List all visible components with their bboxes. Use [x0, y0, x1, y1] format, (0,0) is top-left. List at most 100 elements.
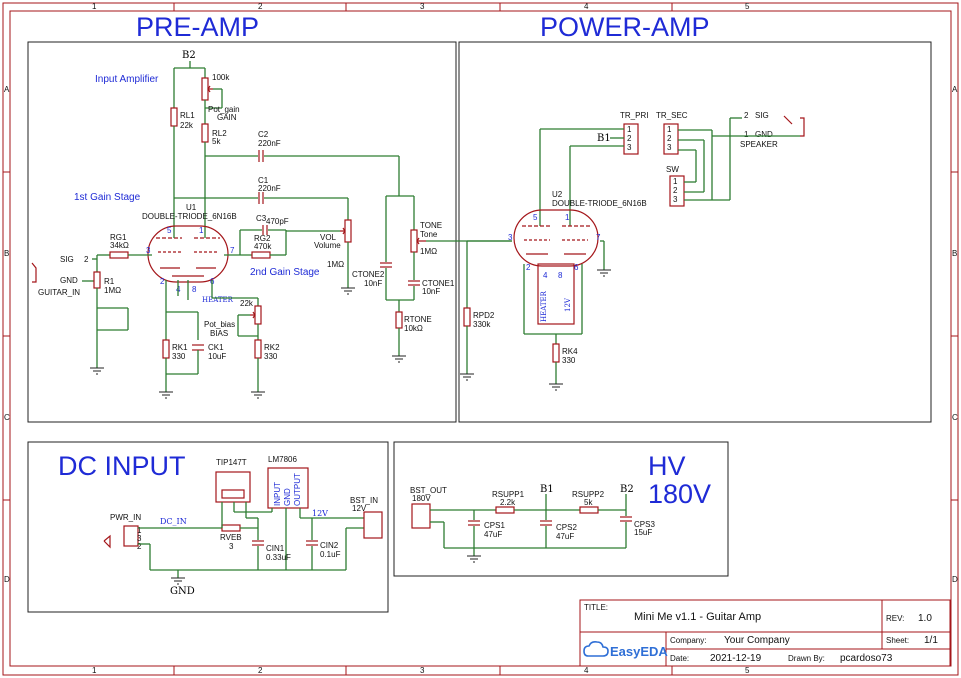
date-value: 2021-12-19 — [710, 653, 762, 664]
sheet-label: Sheet: — [886, 636, 909, 645]
u2-pin-7: 7 — [596, 233, 601, 242]
preamp-circuit: B2 Input Amplifier 100k Pot_gain GAIN RL… — [31, 50, 512, 399]
pot-gain-value: 100k — [212, 73, 230, 82]
rg1-value: 34kΩ — [110, 241, 129, 250]
ck1-value: 10uF — [208, 352, 226, 361]
frame-row-a-right: A — [952, 85, 958, 94]
sw-pin-3: 3 — [673, 195, 678, 204]
c3-value: 470pF — [266, 217, 289, 226]
tr-pri-label: TR_PRI — [620, 111, 648, 120]
resistor-rpd2 — [463, 307, 471, 327]
tr-sec-label: TR_SEC — [656, 111, 688, 120]
u2-pin-4: 4 — [543, 271, 548, 280]
rk2-name: RK2 — [264, 343, 280, 352]
rev-value: 1.0 — [918, 613, 932, 624]
speaker-pin-2: 2 — [744, 111, 749, 120]
u1-name: U1 — [186, 203, 197, 212]
pot-tone — [410, 229, 418, 253]
rl1-name: RL1 — [180, 111, 195, 120]
u1-pin-8: 8 — [192, 285, 197, 294]
u2-12v-label: 12V — [564, 297, 572, 312]
sw-pin-2: 2 — [673, 186, 678, 195]
lm-pin-gnd: GND — [283, 488, 292, 506]
frame-row-d-left: D — [4, 575, 10, 584]
rtone-name: RTONE — [404, 315, 432, 324]
tr-pri-pin-3: 3 — [627, 143, 632, 152]
bst-out-name: BST_OUT — [410, 486, 447, 495]
u2-part: DOUBLE-TRIODE_6N16B — [552, 199, 647, 208]
u2-pin-6: 6 — [574, 263, 579, 272]
frame-row-c-right: C — [952, 413, 958, 422]
dcinput-circuit: TIP147T LM7806 INPUT GND OUTPUT PWR_IN 1… — [103, 455, 383, 597]
input-sig-label: SIG — [60, 255, 74, 264]
tone-name: TONE — [420, 221, 442, 230]
rl2-value: 5k — [212, 137, 221, 146]
tube-u1 — [147, 225, 229, 283]
pot-volume — [344, 219, 352, 243]
frame-col-5-bottom: 5 — [745, 666, 750, 675]
pwr-in-pin-3: 3 — [137, 534, 142, 543]
rg1-name: RG1 — [110, 233, 127, 242]
dcinput-12v-label: 12V — [312, 509, 328, 518]
title-block: TITLE: Mini Me v1.1 - Guitar Amp REV: 1.… — [579, 599, 951, 667]
input-sig-pin: 2 — [84, 255, 89, 264]
u1-pin-3: 3 — [146, 246, 151, 255]
bst-in-name: BST_IN — [350, 496, 378, 505]
rsupp2-name: RSUPP2 — [572, 490, 605, 499]
u2-pin-5: 5 — [533, 213, 538, 222]
rpd2-name: RPD2 — [473, 311, 495, 320]
u2-heater-block — [537, 263, 575, 325]
rk1-value: 330 — [172, 352, 186, 361]
c1-name: C1 — [258, 176, 269, 185]
rk4-name: RK4 — [562, 347, 578, 356]
speaker-pin-1: 1 — [744, 130, 749, 139]
ctone2-value: 10nF — [364, 279, 382, 288]
rsupp2-value: 5k — [584, 498, 593, 507]
frame-col-1-bottom: 1 — [92, 666, 97, 675]
speaker-gnd-label: GND — [755, 130, 773, 139]
cps1-name: CPS1 — [484, 521, 505, 530]
resistor-rsupp1 — [495, 506, 515, 514]
pot-gain-label: GAIN — [217, 113, 237, 122]
first-gain-stage-label: 1st Gain Stage — [74, 192, 141, 203]
resistor-rk1 — [162, 339, 170, 359]
input-amplifier-label: Input Amplifier — [95, 74, 159, 85]
frame-col-4-bottom: 4 — [584, 666, 589, 675]
second-gain-stage-label: 2nd Gain Stage — [250, 267, 320, 278]
tone-value: 1MΩ — [420, 247, 437, 256]
switch-sw — [669, 175, 685, 207]
title-value: Mini Me v1.1 - Guitar Amp — [634, 611, 761, 623]
easyeda-cloud-icon — [583, 641, 609, 657]
sheet-value: 1/1 — [924, 635, 938, 646]
pwr-in-pin-2: 2 — [137, 542, 142, 551]
preamp-heading: PRE-AMP — [136, 12, 259, 42]
tr-sec-pin-2: 2 — [667, 134, 672, 143]
frame-row-b-right: B — [952, 249, 957, 258]
frame-col-4-top: 4 — [584, 2, 589, 11]
resistor-rl1 — [170, 107, 178, 127]
resistor-r1 — [93, 271, 101, 289]
input-gnd-label: GND — [60, 276, 78, 285]
connector-bst-out — [411, 503, 431, 529]
cin2-value: 0.1uF — [320, 550, 341, 559]
pot-bias — [254, 305, 262, 325]
cps2-value: 47uF — [556, 532, 574, 541]
resistor-rtone — [395, 311, 403, 329]
resistor-rveb — [221, 524, 241, 532]
ctone1-value: 10nF — [422, 287, 440, 296]
rev-label: REV: — [886, 614, 904, 623]
frame-col-2-bottom: 2 — [258, 666, 263, 675]
resistor-rsupp2 — [579, 506, 599, 514]
lm7806-label: LM7806 — [268, 455, 297, 464]
vol-name: VOL — [320, 233, 337, 242]
transistor-tab — [221, 489, 245, 499]
drawn-label: Drawn By: — [788, 654, 825, 663]
lm-pin-output: OUTPUT — [293, 473, 302, 506]
bst-out-value: 180V — [412, 494, 431, 503]
rveb-value: 3 — [229, 542, 234, 551]
rk4-value: 330 — [562, 356, 576, 365]
hv-box — [393, 441, 729, 577]
hv-circuit: BST_OUT 180V CPS1 47uF RSUPP1 2.2k B1 CP… — [410, 484, 655, 563]
tr-sec-pin-1: 1 — [667, 125, 672, 134]
